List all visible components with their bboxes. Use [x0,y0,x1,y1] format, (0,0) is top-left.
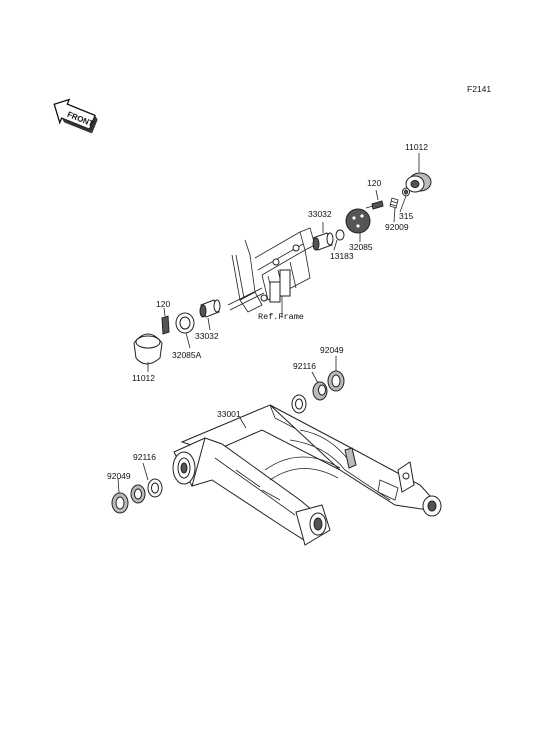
ref-frame-label: Ref.Frame [258,312,304,322]
ring-13183 [335,229,345,241]
bearing-92116-left [130,478,163,504]
seal-92049-left [111,492,129,514]
label-92116-top: 92116 [293,361,316,371]
washer-315 [402,187,410,197]
label-92049-left: 92049 [107,471,131,481]
plate-32085 [345,208,371,234]
front-arrow-icon: FRONT [53,98,98,134]
bolt-120-left [161,315,170,335]
collar-33032-top [312,232,334,251]
bolt-120-top [365,200,384,210]
label-33032-left: 33032 [195,331,219,341]
swing-arm-33001 [172,404,442,546]
seal-92049-top [327,370,345,392]
label-32085A: 32085A [172,350,202,360]
plate-32085A [175,312,195,334]
label-33032-top: 33032 [308,209,332,219]
screw-92009 [389,197,399,209]
label-32085: 32085 [349,242,373,252]
label-315: 315 [399,211,413,221]
frame-reference [227,227,316,318]
label-120-left: 120 [156,299,170,309]
label-92009: 92009 [385,222,409,232]
label-92116-left: 92116 [133,452,156,462]
bearing-92116-top [291,381,328,414]
label-13183: 13183 [330,251,354,261]
label-11012-top: 11012 [405,142,428,152]
cap-11012-left [133,333,163,365]
label-33001: 33001 [217,409,241,419]
label-11012-left: 11012 [132,373,155,383]
label-120-top: 120 [367,178,381,188]
figure-code: F2141 [467,84,491,94]
label-92049-top: 92049 [320,345,344,355]
cap-11012-top [405,172,432,193]
collar-33032-left [199,299,221,318]
